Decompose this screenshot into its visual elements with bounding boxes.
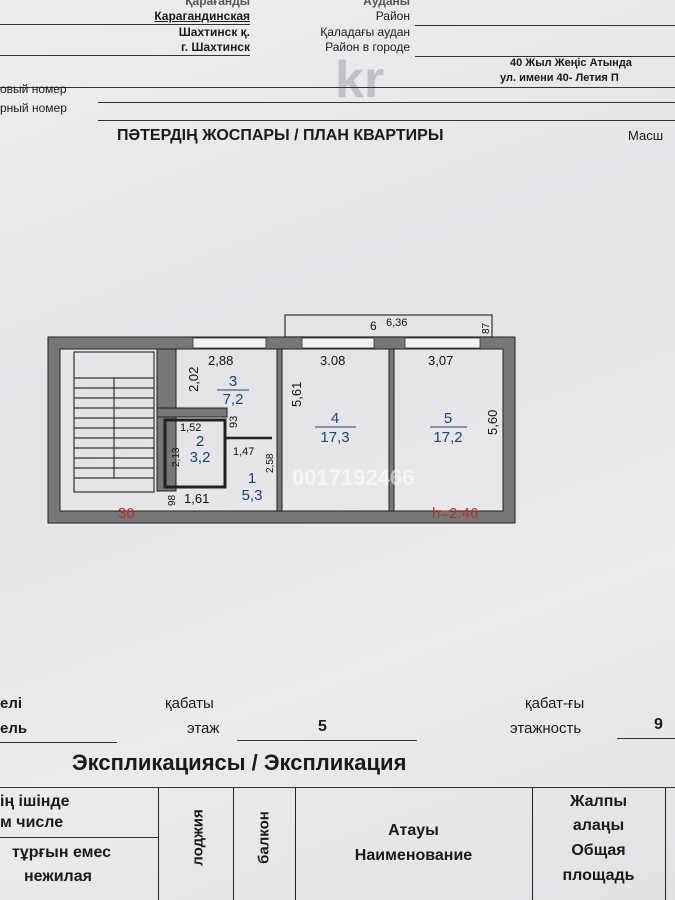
col-including-kz: ің ішінде [0,793,70,810]
region-ru: Карагандинская [154,9,250,23]
floors-kz: қабат-ғы [525,695,585,712]
col-total-kz-2: алаңы [572,817,625,834]
dim-r5-height: 5,60 [485,410,500,435]
floor-ru: этаж [187,720,220,737]
street-ru: ул. имени 40- Летия П [500,72,619,84]
dim-r5-width: 3,07 [428,353,453,368]
floors-value: 9 [654,716,663,733]
wall-4-5 [388,348,395,512]
window [192,337,267,349]
watermark: kr [335,51,385,109]
plan-title: ПӘТЕРДІҢ ЖОСПАРЫ / ПЛАН КВАРТИРЫ [117,127,444,144]
col-nonliving-ru: нежилая [24,868,92,885]
room-6-area: 6,36 [386,317,407,329]
room-1-area: 5,3 [242,487,263,504]
room-4-area: 17,3 [320,429,349,446]
floor-value: 5 [318,718,327,735]
room-6-number: 6 [370,319,377,333]
floors-ru: этажность [510,720,582,737]
room-3-area: 7,2 [223,391,244,408]
room-5-area: 17,2 [433,429,462,446]
outer-wall [47,336,516,524]
label-ru-partial: ель [0,720,28,737]
col-nonliving-kz: тұрғын емес [12,844,112,861]
dim-r2-height: 2,13 [171,447,182,467]
wall-3-4 [276,348,283,512]
stair-label: 30 [118,505,135,522]
dim-93: 93 [228,416,240,428]
dim-r4-width: 3.08 [320,353,345,368]
city-kz: Шахтинск қ. [178,25,250,39]
ceiling-height: h=2.46 [432,505,478,522]
col-total-kz-1: Жалпы [569,793,628,810]
room-4-number: 4 [331,410,339,427]
apartment-number-label: рный номер [0,101,67,115]
dim-r1-height: 2,58 [265,453,276,473]
staircase [73,351,155,493]
dim-r2-width: 1,52 [180,422,201,434]
col-loggia: лоджия [189,809,207,866]
floor-plan: 0017192466 3 7,2 4 17,3 5 17,2 2 3,2 1 5… [47,314,516,524]
col-total-ru-1: Общая [571,842,626,859]
bathroom-wall [163,418,227,489]
col-balcony: балкон [255,811,273,864]
floor-kz: қабаты [165,695,214,712]
region-kz: Қарағанды [185,0,250,8]
room-1-number: 1 [248,470,256,487]
balcony-depth: 87 [481,322,492,334]
dim-r3-width: 2,88 [208,353,233,368]
explication-title: Экспликациясы / Экспликация [72,750,407,775]
partition-wall [156,407,228,418]
col-name-kz: Атауы [388,822,439,839]
city-ru: г. Шахтинск [180,40,250,54]
district-kz: Ауданы [363,0,410,8]
dim-r4-height: 5,61 [289,382,304,407]
scale-label: Масш [628,128,664,143]
room-3-number: 3 [229,373,237,390]
label-kz-partial: елі [0,695,23,712]
window [301,337,375,349]
stamp-watermark: 0017192466 [292,465,414,490]
col-name-ru: Наименование [354,847,473,864]
dim-corridor-width: 1,61 [184,491,209,506]
city-district-ru: Район в городе [325,40,410,54]
col-including-ru: м числе [0,814,64,831]
dim-r3-height: 2,02 [186,367,201,392]
room-5-number: 5 [444,410,452,427]
house-number-label: овый номер [0,82,67,96]
city-district-kz: Қаладағы аудан [320,25,410,39]
explication-table: ің ішінде м числе тұрғын емес нежилая ло… [0,787,675,900]
street-kz: 40 Жыл Жеңіс Атында [510,57,632,69]
dim-r1-width: 1,47 [233,446,254,458]
col-total-ru-2: площадь [562,867,635,884]
dim-98: 98 [167,494,178,506]
window [404,337,481,349]
district-ru: Район [375,9,410,23]
room-2-number: 2 [196,433,204,450]
room-2-area: 3,2 [190,449,211,466]
